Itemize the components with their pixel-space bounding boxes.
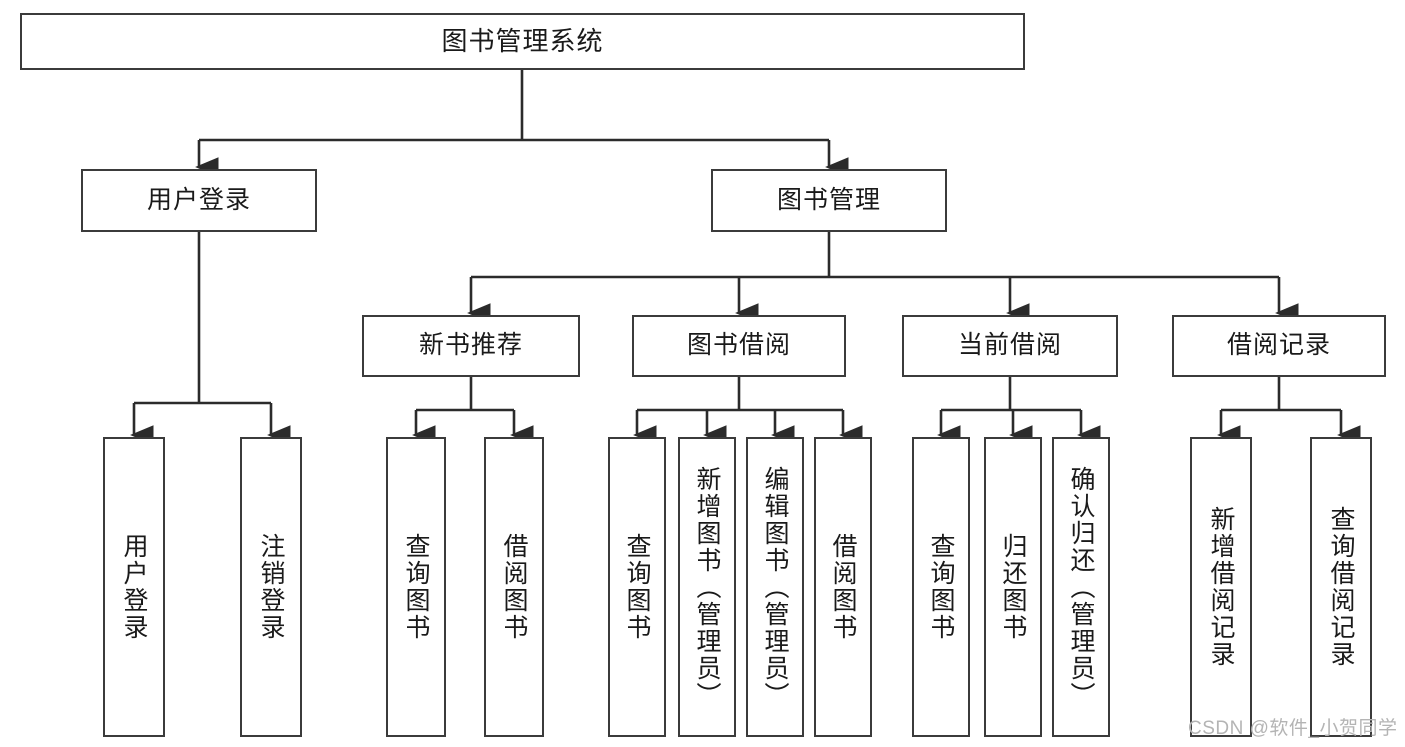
node-leaf-add-borrow-record-label: 新增借阅记录 <box>1207 506 1235 668</box>
node-user-login[interactable]: 用户登录 <box>81 169 317 232</box>
node-leaf-edit-book-admin[interactable]: 编辑图书（管理员） <box>746 437 804 737</box>
node-new-book-recommend[interactable]: 新书推荐 <box>362 315 580 377</box>
node-leaf-borrow-book-label: 借阅图书 <box>829 533 857 641</box>
node-leaf-confirm-return-admin-label: 确认归还（管理员） <box>1067 465 1095 709</box>
node-leaf-confirm-return-admin[interactable]: 确认归还（管理员） <box>1052 437 1110 737</box>
node-leaf-logout-login-label: 注销登录 <box>257 533 285 641</box>
node-leaf-query-borrow-record[interactable]: 查询借阅记录 <box>1310 437 1372 737</box>
node-leaf-borrow-book-recommend-label: 借阅图书 <box>500 533 528 641</box>
node-leaf-add-borrow-record[interactable]: 新增借阅记录 <box>1190 437 1252 737</box>
node-leaf-return-book-label: 归还图书 <box>999 533 1027 641</box>
node-book-borrow[interactable]: 图书借阅 <box>632 315 846 377</box>
node-new-book-recommend-label: 新书推荐 <box>418 331 523 360</box>
node-borrow-records[interactable]: 借阅记录 <box>1172 315 1386 377</box>
node-book-management[interactable]: 图书管理 <box>711 169 947 232</box>
node-leaf-query-book-recommend-label: 查询图书 <box>402 533 430 641</box>
node-leaf-borrow-book[interactable]: 借阅图书 <box>814 437 872 737</box>
node-book-borrow-label: 图书借阅 <box>686 331 791 360</box>
node-leaf-query-book-recommend[interactable]: 查询图书 <box>386 437 446 737</box>
node-current-borrow-label: 当前借阅 <box>957 331 1062 360</box>
csdn-watermark: CSDN @软件_小贺同学 <box>1188 718 1398 739</box>
node-leaf-add-book-admin[interactable]: 新增图书（管理员） <box>678 437 736 737</box>
node-leaf-return-book[interactable]: 归还图书 <box>984 437 1042 737</box>
node-user-login-label: 用户登录 <box>146 185 251 214</box>
node-leaf-borrow-book-recommend[interactable]: 借阅图书 <box>484 437 544 737</box>
node-leaf-add-book-admin-label: 新增图书（管理员） <box>693 465 721 709</box>
node-leaf-edit-book-admin-label: 编辑图书（管理员） <box>761 465 789 709</box>
node-borrow-records-label: 借阅记录 <box>1226 331 1331 360</box>
node-leaf-user-login-label: 用户登录 <box>120 533 148 641</box>
node-leaf-query-book-borrow-label: 查询图书 <box>623 533 651 641</box>
node-book-management-label: 图书管理 <box>776 185 881 214</box>
node-leaf-query-borrow-record-label: 查询借阅记录 <box>1327 506 1355 668</box>
node-leaf-user-login[interactable]: 用户登录 <box>103 437 165 737</box>
node-current-borrow[interactable]: 当前借阅 <box>902 315 1118 377</box>
node-leaf-query-book-current[interactable]: 查询图书 <box>912 437 970 737</box>
node-root-label: 图书管理系统 <box>441 26 604 57</box>
node-leaf-query-book-current-label: 查询图书 <box>927 533 955 641</box>
node-leaf-logout-login[interactable]: 注销登录 <box>240 437 302 737</box>
node-root[interactable]: 图书管理系统 <box>20 13 1025 70</box>
node-leaf-query-book-borrow[interactable]: 查询图书 <box>608 437 666 737</box>
